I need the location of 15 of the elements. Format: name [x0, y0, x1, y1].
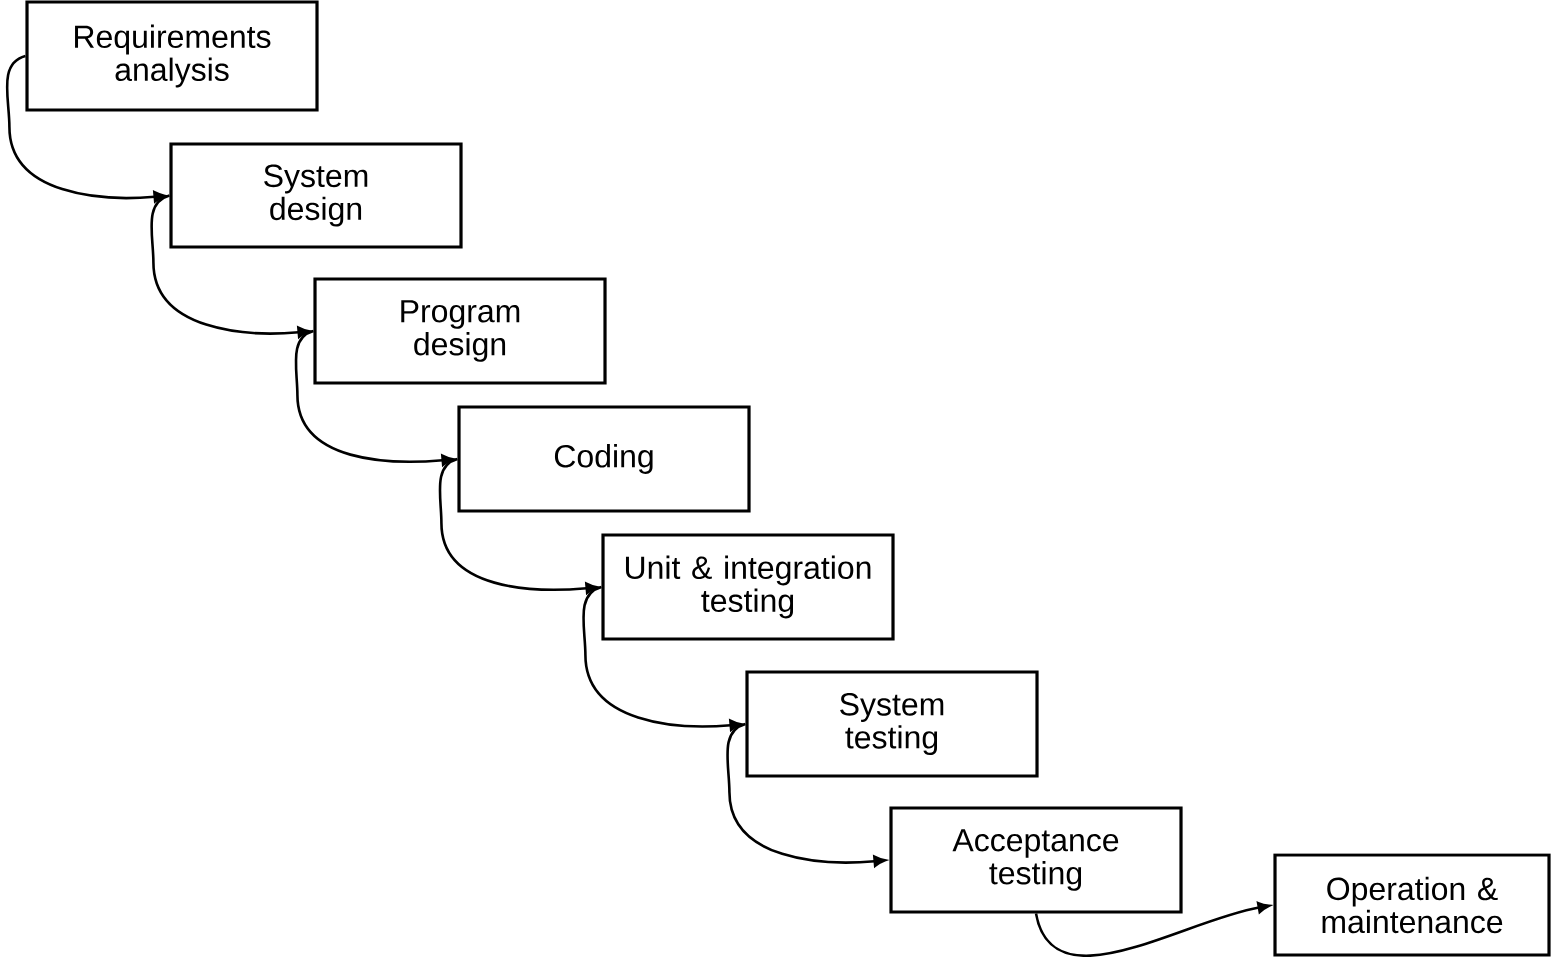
- process-box: System design: [169, 142, 463, 249]
- arrow: [150, 194, 311, 339]
- process-box: Program design: [313, 277, 607, 385]
- process-box: Acceptance testing: [889, 806, 1183, 914]
- arrow: [582, 585, 743, 732]
- process-box: Requirements analysis: [25, 0, 319, 112]
- arrow: [726, 722, 887, 868]
- arrow: [5, 54, 167, 203]
- process-box: Coding: [457, 405, 751, 513]
- arrow: [1034, 901, 1271, 957]
- arrow: [438, 457, 599, 595]
- arrow: [294, 329, 455, 467]
- process-box: Unit & integration testing: [601, 533, 895, 641]
- process-box: Operation & maintenance: [1273, 853, 1551, 957]
- process-box: System testing: [745, 670, 1039, 778]
